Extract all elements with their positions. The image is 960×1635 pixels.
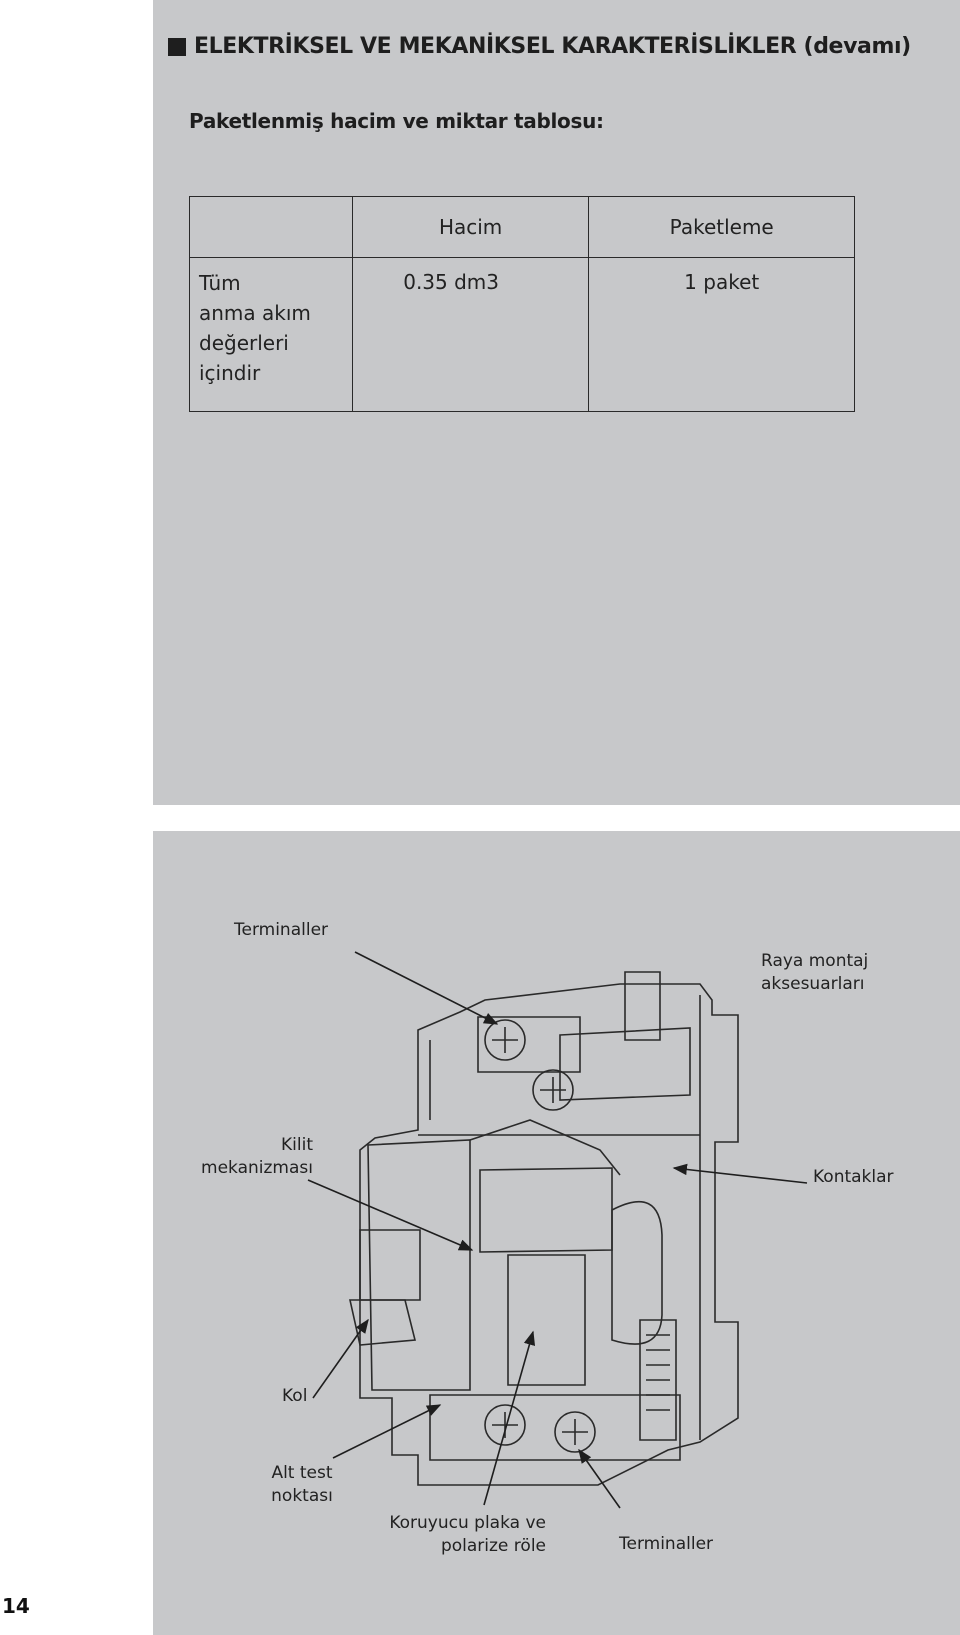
table-caption: Paketlenmiş hacim ve miktar tablosu: bbox=[189, 109, 604, 133]
label-line: aksesuarları bbox=[761, 974, 865, 994]
table-cell-packaging: 1 paket bbox=[588, 257, 855, 412]
table-row-label: Tüm anma akım değerleri içindir bbox=[189, 257, 353, 412]
label-contacts: Kontaklar bbox=[813, 1167, 894, 1187]
label-line: polarize röle bbox=[440, 1536, 546, 1556]
row-label-line: Tüm bbox=[199, 271, 241, 295]
label-lock-mechanism: Kilit mekanizması bbox=[200, 1134, 313, 1180]
section-heading-text: ELEKTRİKSEL VE MEKANİKSEL KARAKTERİSLİKL… bbox=[194, 34, 911, 59]
content-panel-bottom bbox=[153, 831, 960, 1635]
breaker-outline bbox=[349, 971, 739, 1486]
table-header-volume: Hacim bbox=[351, 196, 590, 258]
table-header-empty bbox=[189, 196, 353, 258]
table-cell-volume: 0.35 dm3 bbox=[351, 257, 590, 412]
label-terminals-top: Terminaller bbox=[234, 920, 329, 940]
label-protective-plate: Koruyucu plaka ve polarize röle bbox=[388, 1512, 546, 1558]
packaging-table: Hacim Paketleme Tüm anma akım değerleri … bbox=[189, 196, 855, 412]
row-label-line: içindir bbox=[199, 361, 261, 385]
label-rail-mount: Raya montaj aksesuarları bbox=[761, 950, 868, 996]
heading-square-icon bbox=[168, 37, 186, 56]
label-line: Koruyucu plaka ve bbox=[389, 1513, 546, 1533]
label-lower-test-point: Alt test noktası bbox=[266, 1462, 338, 1508]
section-heading: ELEKTRİKSEL VE MEKANİKSEL KARAKTERİSLİKL… bbox=[168, 34, 911, 59]
label-line: Alt test bbox=[271, 1463, 333, 1483]
table-header-row: Hacim Paketleme bbox=[189, 196, 855, 258]
label-line: Kilit bbox=[281, 1135, 313, 1155]
label-line: Raya montaj bbox=[761, 951, 869, 971]
row-label-line: anma akım bbox=[199, 301, 311, 325]
callout-arrows bbox=[307, 951, 808, 1509]
table-row: Tüm anma akım değerleri içindir 0.35 dm3… bbox=[189, 257, 855, 412]
label-line: mekanizması bbox=[201, 1158, 313, 1178]
label-lever: Kol bbox=[282, 1386, 308, 1406]
page-number: 14 bbox=[2, 1594, 30, 1618]
row-label-line: değerleri bbox=[199, 331, 289, 355]
label-terminals-bottom: Terminaller bbox=[619, 1534, 714, 1554]
label-line: noktası bbox=[271, 1486, 333, 1506]
